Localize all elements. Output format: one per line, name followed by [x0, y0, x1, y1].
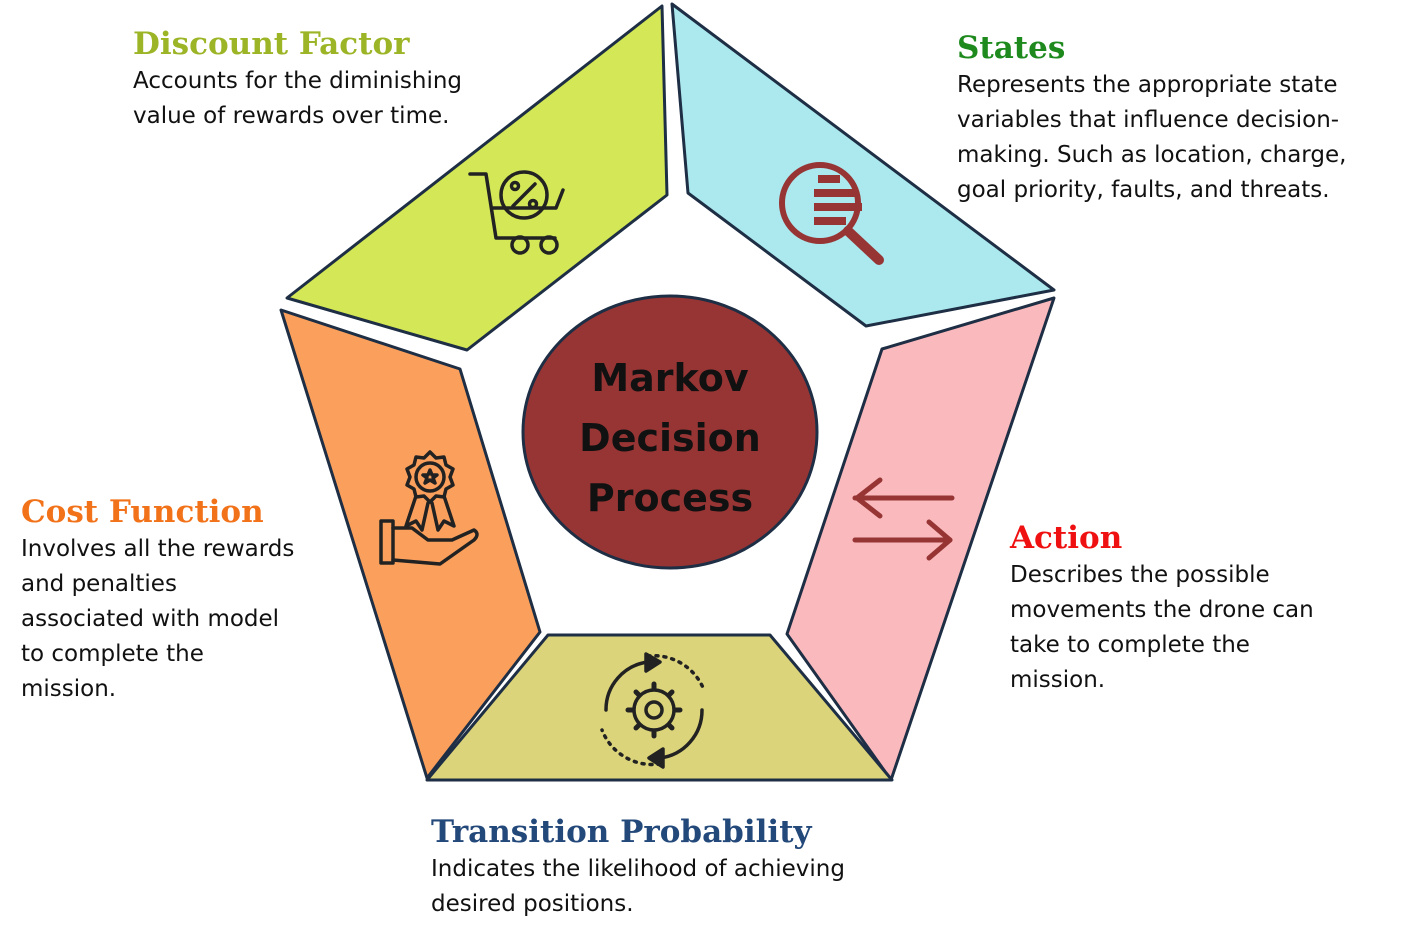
- segment-cost-function: [279, 308, 542, 780]
- center-title-line: Decision: [579, 416, 761, 460]
- transition-probability-title: Transition Probability: [431, 814, 812, 850]
- description-line: Indicates the likelihood of achieving: [431, 856, 845, 882]
- segment-states: [670, 2, 1056, 328]
- center-title: Markov Decision Process: [520, 318, 820, 558]
- center-title-line: Process: [586, 476, 754, 520]
- center-title-line: Markov: [591, 356, 749, 400]
- action-description: Describes the possible movements the dro…: [1010, 558, 1314, 698]
- description-line: making. Such as location, charge,: [957, 142, 1347, 168]
- description-line: Accounts for the diminishing: [133, 68, 463, 94]
- description-line: movements the drone can: [1010, 597, 1314, 623]
- states-label: States Represents the appropriate state …: [957, 30, 1346, 208]
- cost-function-description: Involves all the rewards and penalties a…: [21, 532, 294, 707]
- description-line: and penalties: [21, 571, 177, 597]
- states-title: States: [957, 30, 1066, 66]
- transition-probability-description: Indicates the likelihood of achieving de…: [431, 852, 845, 922]
- discount-factor-label: Discount Factor Accounts for the diminis…: [133, 26, 462, 134]
- gear-cycle-icon: [600, 652, 706, 769]
- description-line: to complete the: [21, 641, 204, 667]
- segment-discount-factor: [285, 4, 669, 352]
- description-line: associated with model: [21, 606, 280, 632]
- description-line: mission.: [21, 676, 117, 702]
- transition-probability-label: Transition Probability Indicates the lik…: [431, 814, 845, 922]
- description-line: goal priority, faults, and threats.: [957, 177, 1330, 203]
- swap-arrows-icon: [852, 477, 955, 561]
- segment-transition-probability: [425, 633, 894, 782]
- magnifier-list-icon: [779, 162, 884, 265]
- cost-function-label: Cost Function Involves all the rewards a…: [21, 494, 294, 707]
- discount-factor-description: Accounts for the diminishing value of re…: [133, 64, 462, 134]
- cost-function-title: Cost Function: [21, 494, 264, 530]
- description-line: mission.: [1010, 667, 1106, 693]
- description-line: desired positions.: [431, 891, 634, 917]
- description-line: value of rewards over time.: [133, 103, 450, 129]
- action-title: Action: [1010, 520, 1123, 556]
- description-line: Involves all the rewards: [21, 536, 295, 562]
- award-hand-icon: [379, 450, 479, 566]
- action-label: Action Describes the possible movements …: [1010, 520, 1314, 698]
- description-line: variables that influence decision-: [957, 107, 1340, 133]
- center-circle: [521, 294, 819, 570]
- discount-factor-title: Discount Factor: [133, 26, 410, 62]
- shopping-cart-percent-icon: [468, 170, 565, 255]
- states-description: Represents the appropriate state variabl…: [957, 68, 1346, 208]
- description-line: Describes the possible: [1010, 562, 1270, 588]
- description-line: Represents the appropriate state: [957, 72, 1338, 98]
- description-line: take to complete the: [1010, 632, 1250, 658]
